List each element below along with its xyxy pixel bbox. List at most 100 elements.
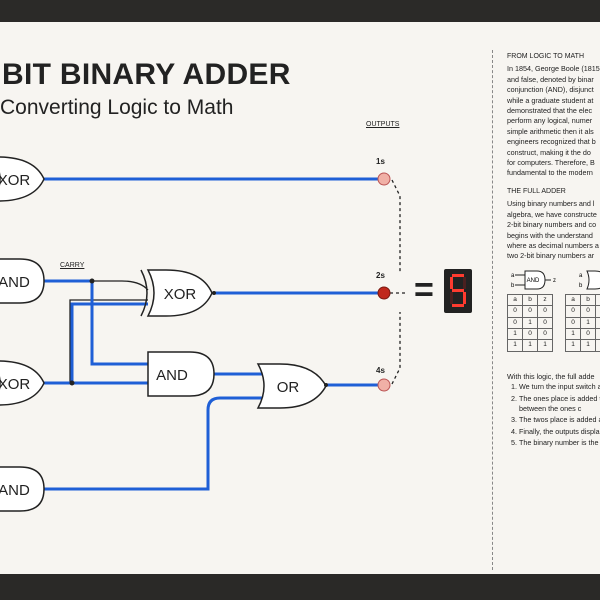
led-1s [377, 172, 391, 186]
left-gate-1 [0, 156, 45, 202]
truth-table-header-cell: b [522, 293, 538, 307]
wire-and-bottom [44, 396, 266, 491]
mid-or-gate [256, 363, 327, 409]
truth-table-header-cell: z [595, 293, 600, 307]
frame-top [0, 0, 600, 22]
section1-line: simple arithmetic then it als [507, 126, 594, 136]
mini-gate-label: AND [527, 278, 540, 284]
bit-label-4s: 4s [376, 366, 385, 375]
section2-line: algebra, we have constructe [507, 209, 597, 219]
wire-carry-blue [44, 279, 148, 366]
truth-table-header-cell: a [565, 293, 581, 307]
truth-table-cell: 1 [595, 316, 600, 329]
truth-table-cell: 1 [522, 339, 538, 352]
bit-label-1s: 1s [376, 157, 385, 166]
mid-gate-label-xor: XOR [164, 286, 197, 303]
led-2s [377, 286, 391, 300]
seven-segment-display [444, 269, 472, 313]
truth-table-cell: 0 [565, 305, 581, 318]
truth-table-cell: 1 [537, 339, 553, 352]
page-title: BIT BINARY ADDER [2, 58, 291, 91]
truth-table-cell: 1 [522, 316, 538, 329]
left-gate-label-4: AND [0, 482, 30, 499]
outputs-label: OUTPUTS [366, 121, 400, 128]
left-gate-label-2: AND [0, 274, 30, 291]
wire-black-xor1-to-xor2 [44, 299, 148, 384]
mid-gate-label-or: OR [277, 379, 300, 396]
truth-table-cell: 0 [522, 327, 538, 341]
truth-table-cell: 1 [507, 327, 523, 341]
mid-xor-gate [146, 269, 213, 317]
svg-text:z: z [553, 278, 556, 284]
section1-line: construct, making it the do [507, 147, 591, 157]
mini-gates: a b AND z a b [507, 268, 600, 292]
page-subtitle: Converting Logic to Math [0, 96, 234, 119]
truth-table-cell: 0 [537, 316, 553, 329]
truth-table-cell: 0 [537, 305, 553, 318]
section1-line: conjunction (AND), disjunct [507, 85, 594, 95]
mid-gate-label-and: AND [156, 367, 188, 384]
truth-table-cell: 1 [580, 316, 596, 329]
mid-and-gate [147, 351, 215, 397]
board [0, 22, 600, 574]
truth-table-cell: 1 [565, 327, 581, 341]
truth-table-cell: 1 [565, 339, 581, 352]
section2-heading: THE FULL ADDER [507, 187, 566, 195]
truth-table-row: 011 [565, 316, 600, 329]
truth-table-header-cell: b [580, 293, 596, 307]
truth-tables: abz000010100111abz000011101111 [507, 293, 600, 352]
step-item: Finally, the outputs displa the light is… [519, 427, 600, 437]
truth-table-cell: 1 [507, 339, 523, 352]
truth-table-cell: 0 [522, 305, 538, 318]
truth-table-cell: 0 [537, 327, 553, 341]
truth-table-cell: 0 [507, 316, 523, 329]
svg-text:b: b [579, 283, 583, 289]
led-4s [377, 378, 391, 392]
steps-list: We turn the input switch and off for a 0… [507, 382, 600, 448]
left-gate-label-1: XOR [0, 172, 30, 189]
step-item: The twos place is added another half add… [519, 415, 600, 425]
left-gate-2 [0, 258, 45, 304]
section1-line: for computers. Therefore, B [507, 158, 595, 168]
wire-black-and-to-and [44, 280, 148, 365]
section1-line: fundamental to the modern [507, 168, 593, 178]
truth-table-cell: 0 [580, 305, 596, 318]
truth-table-cell: 0 [507, 305, 523, 318]
step-item: The ones place is added through the half… [519, 394, 600, 415]
truth-table: abz000011101111 [565, 293, 600, 352]
section1-line: while a graduate student at [507, 95, 594, 105]
truth-table-row: 111 [565, 339, 600, 352]
truth-table-cell: 0 [595, 305, 600, 318]
carry-label: CARRY [60, 262, 85, 269]
section1-line: and false, denoted by binar [507, 74, 594, 84]
left-gate-label-3: XOR [0, 376, 30, 393]
left-gate-3 [0, 360, 45, 406]
truth-table-row: 000 [565, 305, 600, 318]
equals-sign: = [414, 271, 434, 309]
bit-label-2s: 2s [376, 271, 385, 280]
wire-xor-blue [44, 302, 148, 385]
section2-line: 2-bit binary numbers and co [507, 220, 597, 230]
truth-table-cell: 1 [580, 339, 596, 352]
display-digit [450, 274, 466, 307]
truth-table-cell: 0 [580, 327, 596, 341]
section1-line: engineers recognized that b [507, 137, 596, 147]
truth-table-cell: 1 [595, 339, 600, 352]
dashed-1s [391, 179, 401, 272]
svg-text:a: a [579, 273, 583, 279]
truth-table-cell: 1 [595, 327, 600, 341]
info-panel: FROM LOGIC TO MATH In 1854, George Boole… [492, 50, 600, 570]
dashed-4s [391, 312, 401, 385]
step-item: We turn the input switch and off for a 0… [519, 382, 600, 392]
svg-text:a: a [511, 273, 515, 279]
mid-xor-backline [140, 269, 148, 317]
section2-line: begins with the understand [507, 230, 593, 240]
section2-line: Using binary numbers and l [507, 199, 595, 209]
section1-line: In 1854, George Boole (1815 [507, 64, 600, 74]
